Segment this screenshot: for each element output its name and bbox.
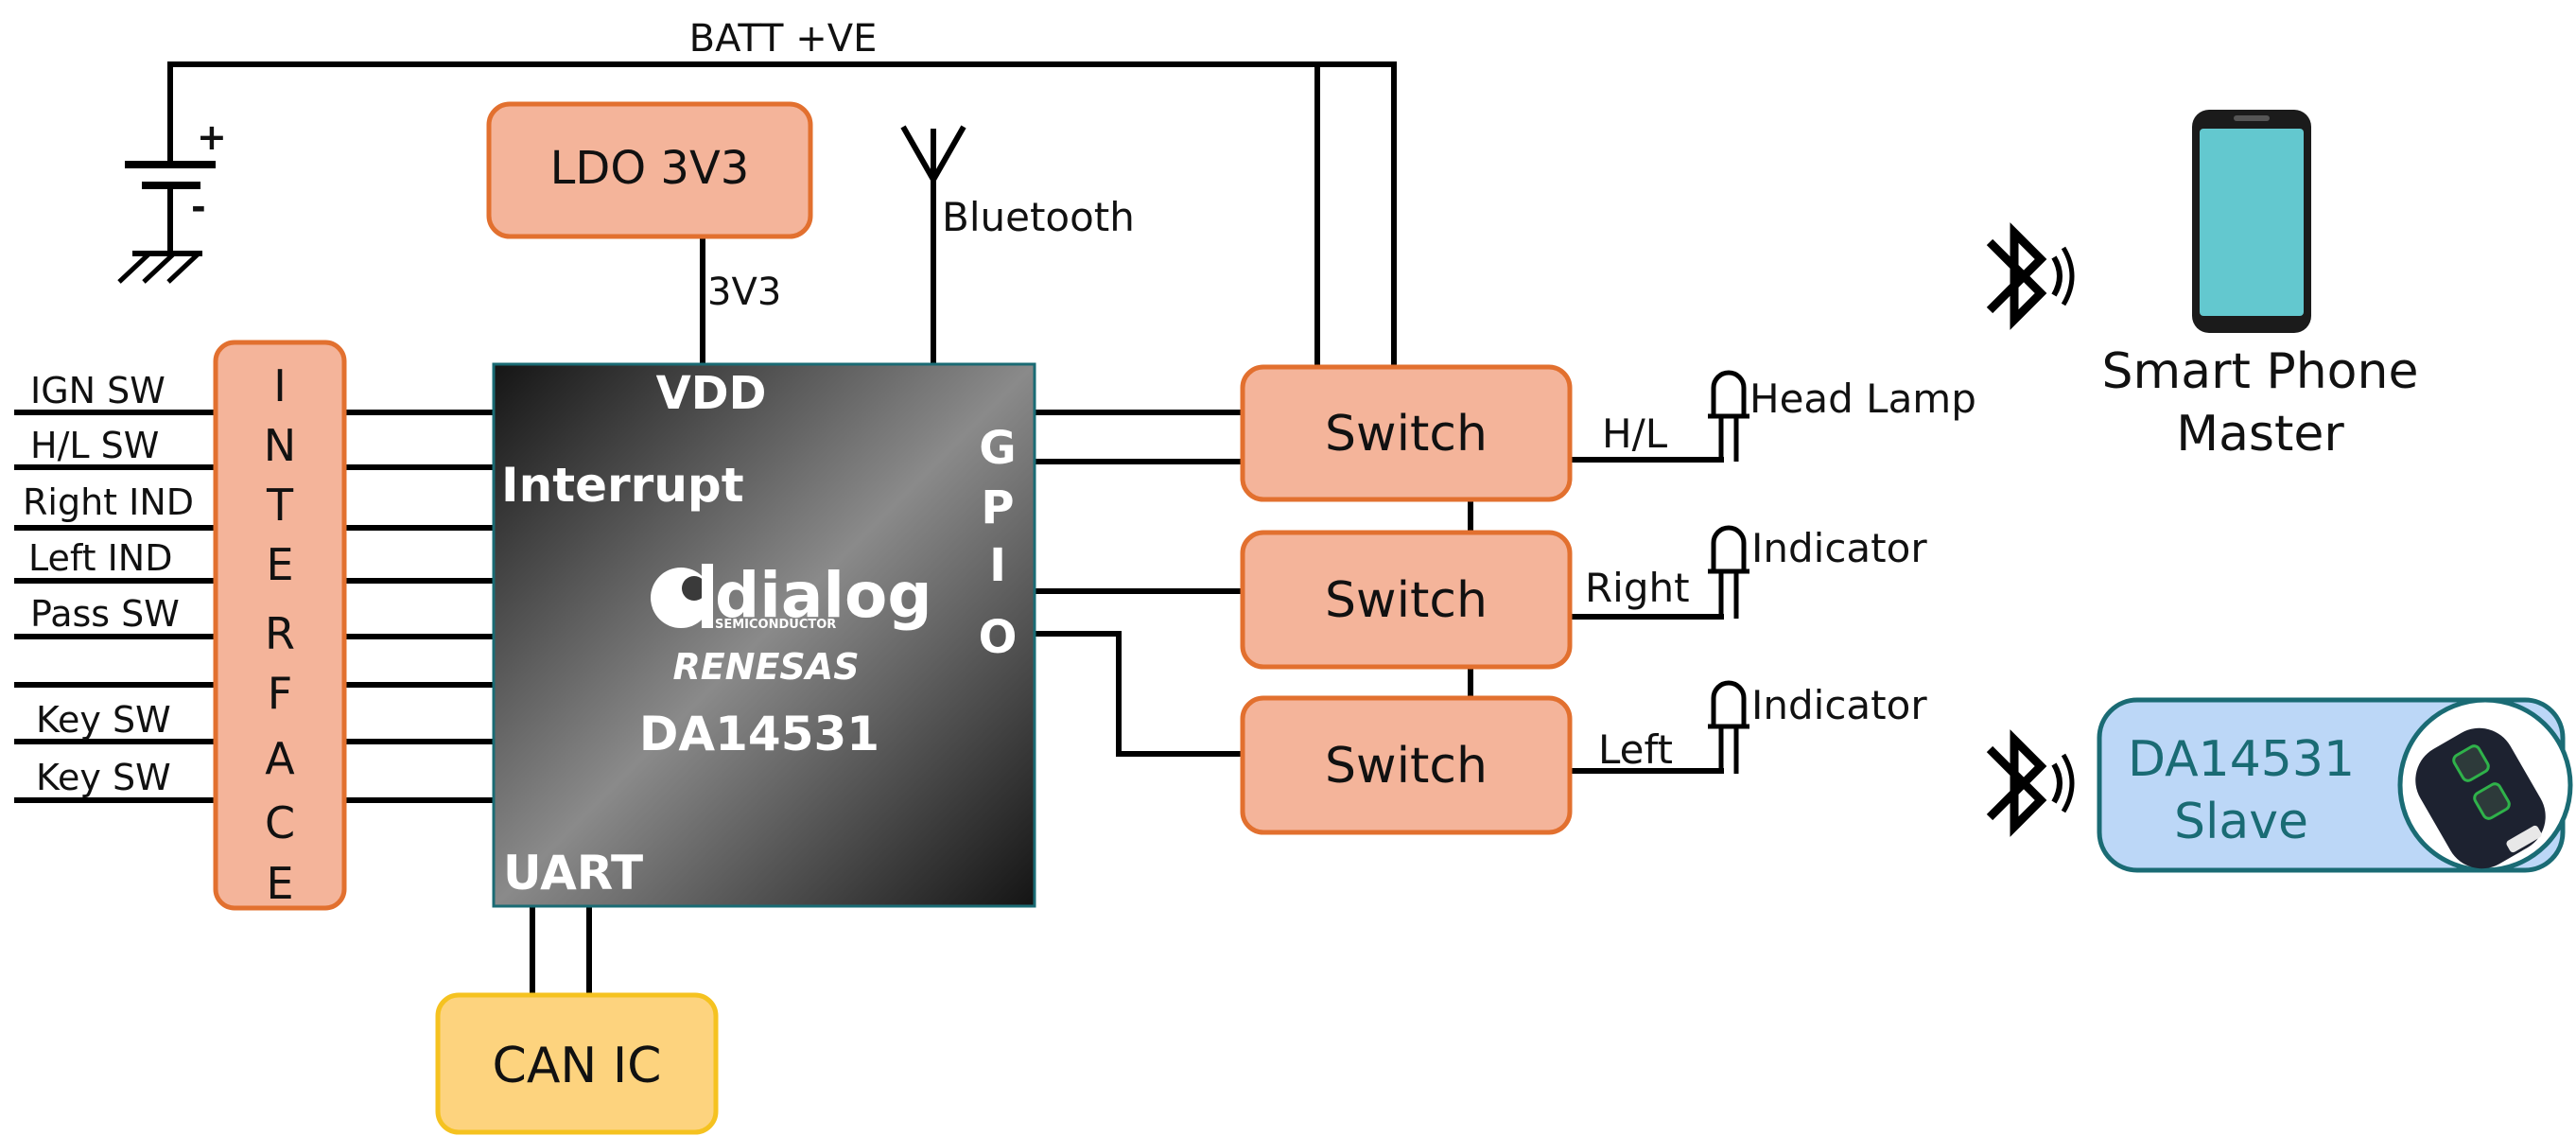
interface-letter: N <box>264 420 296 471</box>
input-label-pass-sw: Pass SW <box>30 593 180 635</box>
mcu-chip <box>492 362 1036 908</box>
input-label-left-ind: Left IND <box>28 537 172 579</box>
dialog-logo <box>651 564 713 628</box>
bluetooth-icon <box>1986 222 2075 330</box>
switch-block-left <box>1240 695 1573 835</box>
load-label-left-indicator: Indicator <box>1751 682 1927 728</box>
chip-gpio-letter: O <box>979 611 1018 664</box>
output-label-left: Left <box>1598 726 1673 773</box>
interface-letter: E <box>266 539 293 590</box>
led-icon <box>1708 525 1749 619</box>
input-label-hl-sw: H/L SW <box>30 425 159 466</box>
phone-label-line2: Master <box>2176 406 2344 463</box>
interface-letter: R <box>265 608 295 659</box>
can-ic-label: CAN IC <box>493 1038 662 1094</box>
switch-label: Switch <box>1325 738 1488 795</box>
slave-label-line2: Slave <box>2174 794 2308 850</box>
led-icon <box>1708 680 1749 774</box>
interface-block <box>213 340 347 911</box>
led-icon <box>1708 370 1749 462</box>
bluetooth-icon <box>1986 729 2075 837</box>
output-label-hl: H/L <box>1602 411 1668 457</box>
switch-label: Switch <box>1325 406 1488 463</box>
chip-interrupt-label: Interrupt <box>501 458 744 513</box>
interface-letter: T <box>266 480 294 531</box>
battery-plus-label: + <box>197 116 227 158</box>
antenna-label: Bluetooth <box>942 194 1135 240</box>
battery-minus-label: - <box>191 186 206 228</box>
output-label-right: Right <box>1585 565 1690 611</box>
interface-letter: I <box>273 360 287 411</box>
interface-letter: C <box>265 797 295 848</box>
chip-brand-dialog-sub: SEMICONDUCTOR <box>715 618 836 632</box>
chip-gpio-letter: I <box>989 539 1006 592</box>
phone-label-line1: Smart Phone <box>2102 343 2419 400</box>
interface-letter: F <box>268 668 292 719</box>
chip-brand-renesas: RENESAS <box>672 646 859 688</box>
interface-letter: E <box>266 858 293 909</box>
slave-label-line1: DA14531 <box>2128 731 2355 788</box>
smartphone-icon <box>2192 110 2311 333</box>
ldo-label: LDO 3V3 <box>550 142 750 195</box>
switch-block-headlamp <box>1240 364 1573 502</box>
chip-vdd-label: VDD <box>656 367 767 420</box>
antenna-icon <box>900 125 966 182</box>
input-label-ign-sw: IGN SW <box>30 370 165 411</box>
ldo-output-label: 3V3 <box>707 271 781 314</box>
battery-rail-label: BATT +VE <box>689 17 878 61</box>
load-label-right-indicator: Indicator <box>1751 525 1927 571</box>
chip-part-label: DA14531 <box>639 707 879 761</box>
battery-icon <box>117 161 216 284</box>
switch-label: Switch <box>1325 572 1488 629</box>
load-label-head-lamp: Head Lamp <box>1749 376 1976 422</box>
interface-letter: A <box>265 733 295 784</box>
wiring <box>14 61 1724 998</box>
chip-uart-label: UART <box>503 846 643 900</box>
chip-gpio-letter: G <box>979 422 1016 475</box>
input-label-key-sw: Key SW <box>36 699 171 741</box>
switch-block-right <box>1240 530 1573 670</box>
can-ic-block <box>435 992 719 1135</box>
input-label-key-sw: Key SW <box>36 757 171 798</box>
ldo-block <box>486 101 813 239</box>
key-fob-icon <box>2415 727 2546 869</box>
chip-gpio-letter: P <box>981 481 1014 534</box>
chip-brand-dialog: dialog <box>715 559 932 632</box>
input-label-right-ind: Right IND <box>23 481 194 523</box>
